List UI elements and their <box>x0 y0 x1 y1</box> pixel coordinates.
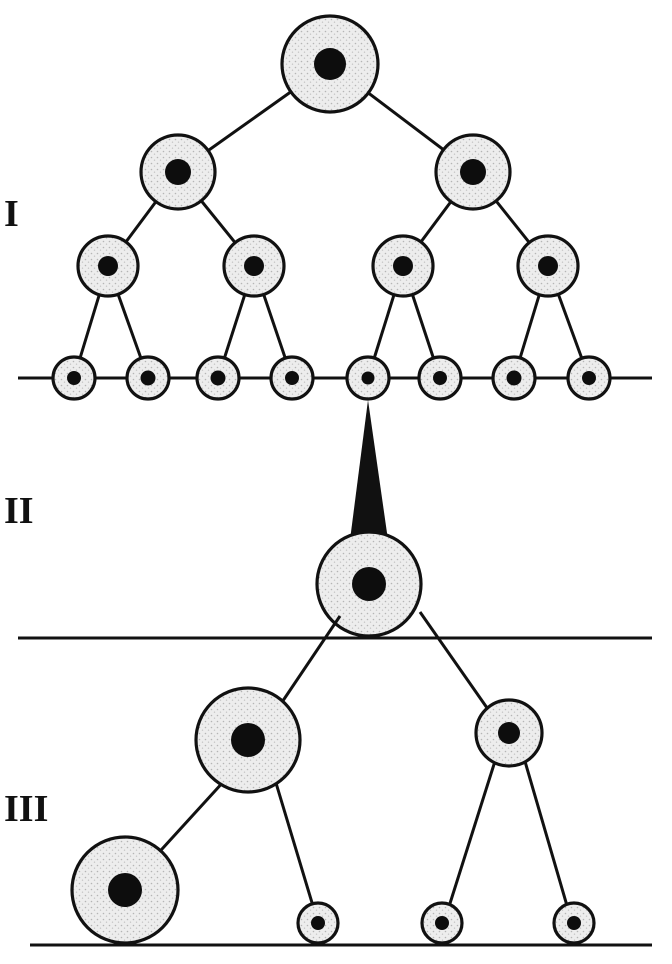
cell <box>420 901 464 945</box>
cell <box>516 234 580 298</box>
cell <box>76 234 140 298</box>
cell <box>125 355 171 401</box>
cell <box>51 355 97 401</box>
cell <box>269 355 315 401</box>
cell <box>315 530 423 638</box>
cell <box>345 355 391 401</box>
cell <box>222 234 286 298</box>
stage-label-ii: II <box>4 490 34 532</box>
stage-two-growth <box>18 400 652 640</box>
branch-line <box>274 782 318 917</box>
cell <box>474 698 544 768</box>
cell <box>296 901 340 945</box>
cell <box>566 355 612 401</box>
cell <box>552 901 596 945</box>
cell <box>280 14 380 114</box>
cell <box>434 133 512 211</box>
cell <box>417 355 463 401</box>
cell <box>70 835 180 945</box>
branch-line <box>444 757 498 917</box>
stage-label-i: I <box>4 193 19 235</box>
branch-line <box>522 757 572 917</box>
growth-wedge <box>350 400 388 540</box>
branch-line <box>418 611 494 716</box>
cell <box>371 234 435 298</box>
cell <box>491 355 537 401</box>
cell <box>195 355 241 401</box>
stage-one-tree <box>18 14 652 401</box>
branch-line <box>150 778 227 862</box>
stage-three-tree <box>30 611 652 947</box>
cell <box>139 133 217 211</box>
stage-label-iii: III <box>4 788 49 830</box>
cell <box>194 686 302 794</box>
